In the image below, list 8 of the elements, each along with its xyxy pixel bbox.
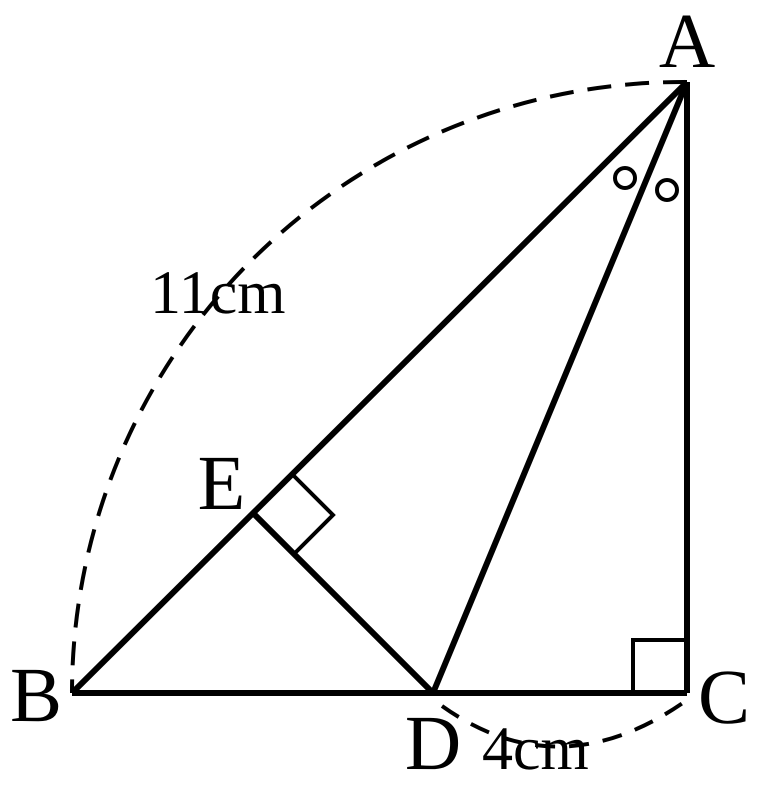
vertex-label: B [10,656,62,734]
vertex-label: C [698,658,750,736]
vertex-label: A [658,2,716,80]
vertex-label: E [198,444,246,522]
dimension-label: 11cm [150,262,286,324]
line-segment [72,690,687,696]
line-segment [684,82,690,693]
vertex-label: D [404,704,462,782]
